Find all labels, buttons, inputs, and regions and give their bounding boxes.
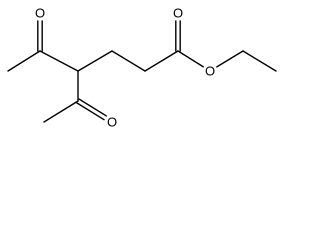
oxygen-atom-label: O	[107, 115, 117, 130]
double-bond-line	[76, 102, 105, 121]
atom-label-layer: O O O O	[35, 6, 215, 130]
single-bond	[111, 50, 146, 72]
bond-layer	[7, 20, 277, 123]
single-bond	[7, 50, 41, 72]
single-bond	[216, 50, 244, 68]
skeletal-formula-diagram: O O O O	[7, 5, 277, 130]
single-bond	[43, 100, 79, 123]
single-bond	[242, 50, 277, 72]
single-bond	[39, 50, 79, 72]
single-bond	[177, 50, 204, 68]
oxygen-atom-label: O	[35, 6, 45, 21]
single-bond	[144, 50, 179, 72]
oxygen-atom-label: O	[205, 64, 215, 79]
double-bond-line	[78, 98, 108, 117]
oxygen-atom-label: O	[173, 6, 183, 21]
single-bond	[77, 50, 113, 72]
